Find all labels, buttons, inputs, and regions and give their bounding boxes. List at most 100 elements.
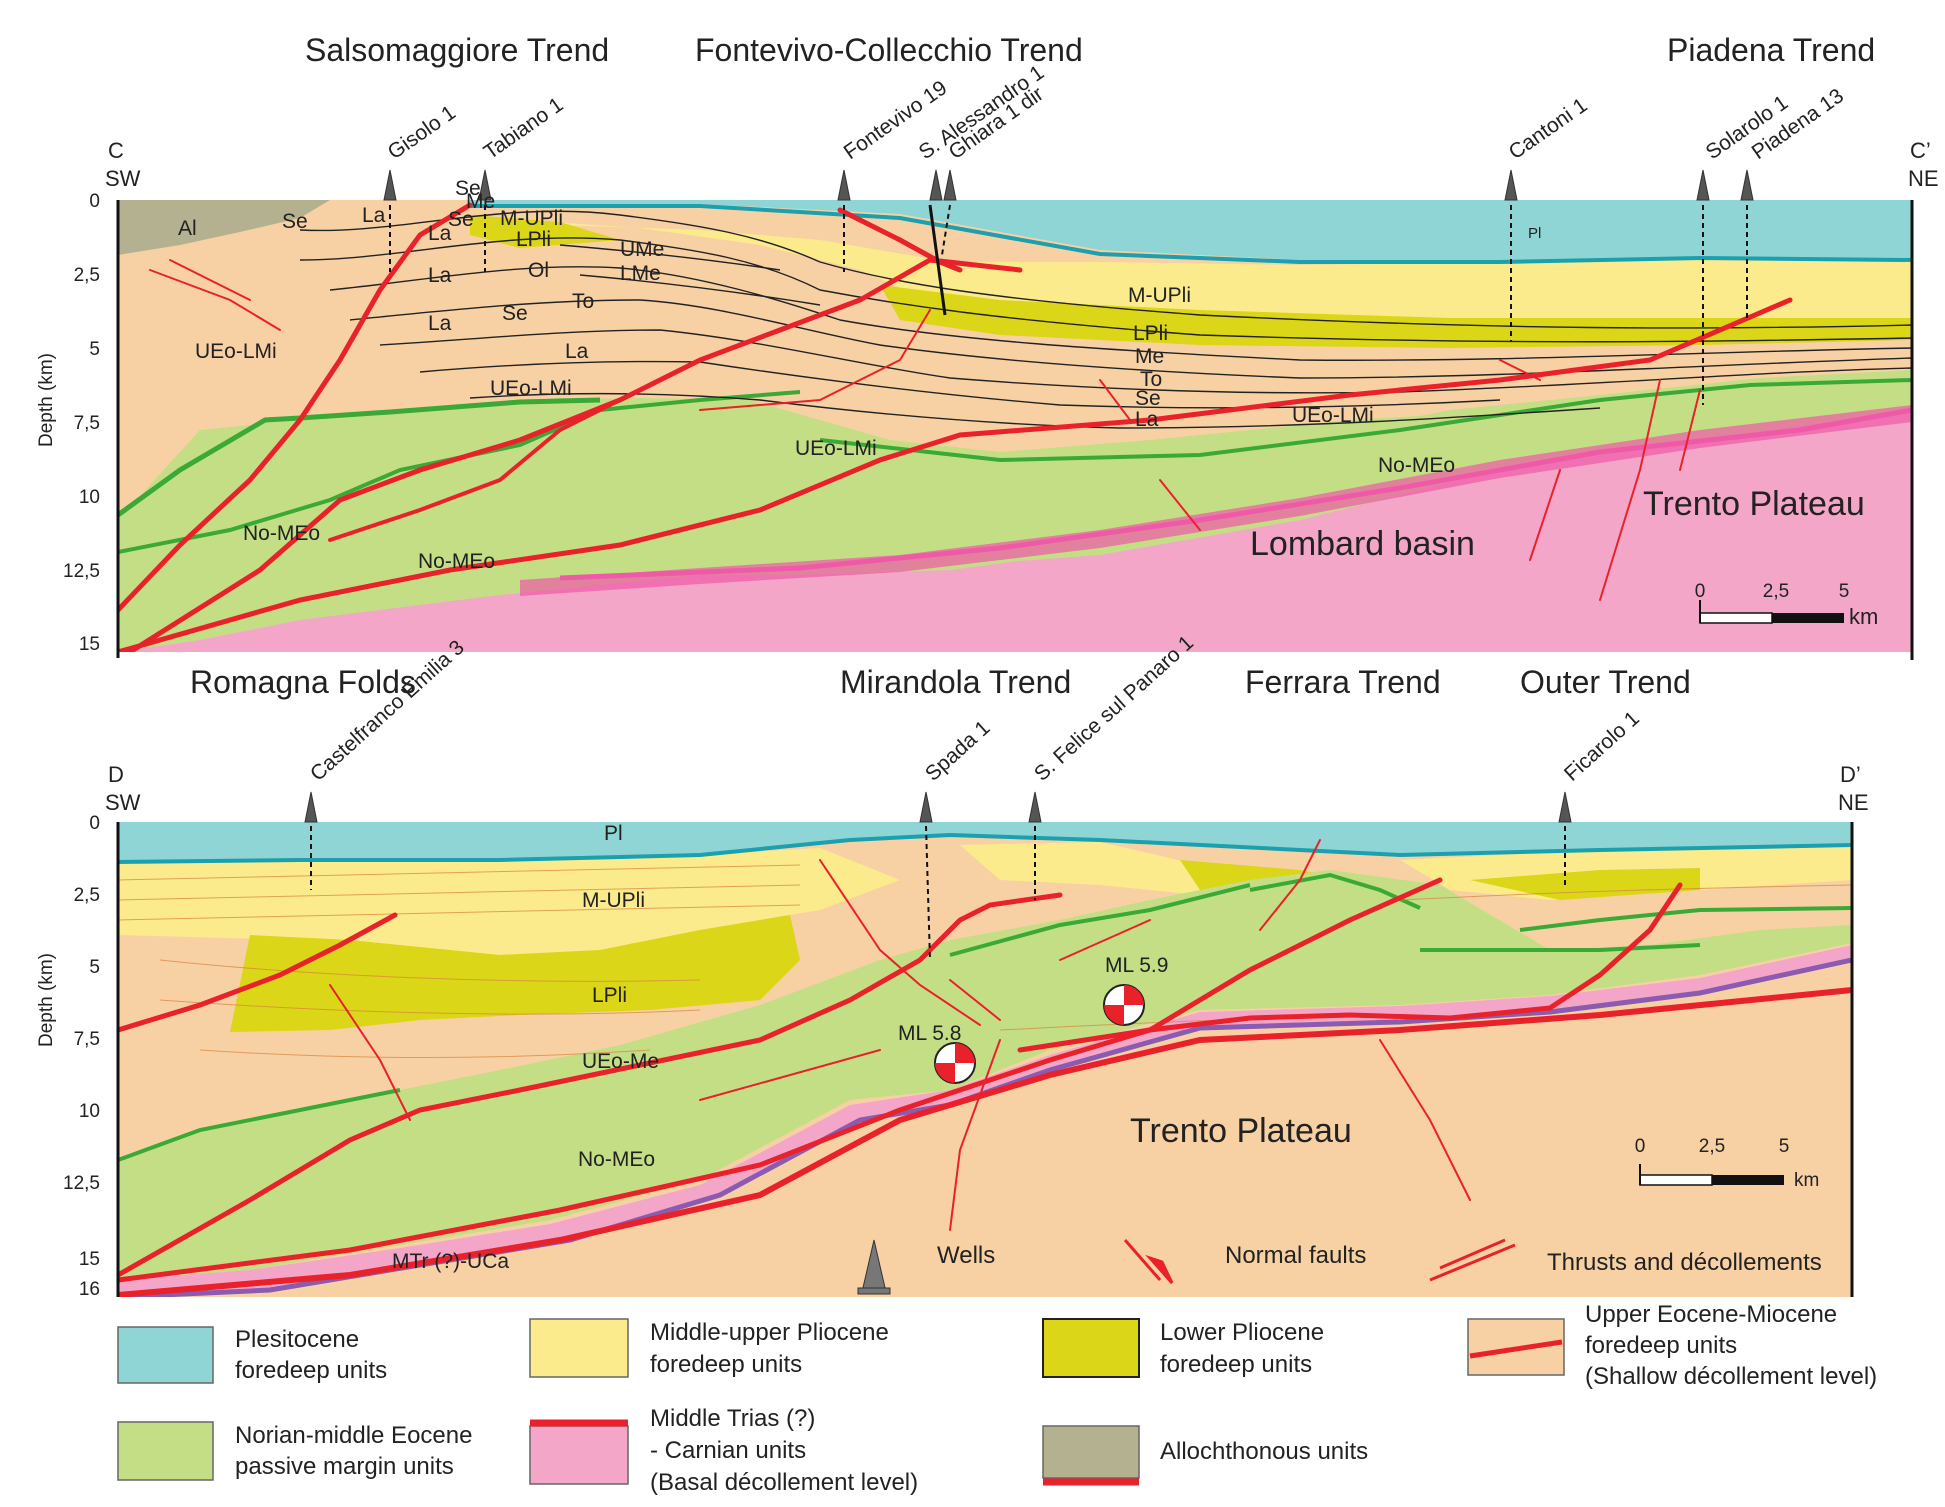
unit-label: UEo-Me	[582, 1050, 659, 1073]
scale-tick: 2,5	[1763, 581, 1789, 602]
legend-line: Norian-middle Eocene	[235, 1422, 472, 1449]
unit-label: UEo-LMi	[1292, 404, 1374, 427]
y-tick: 15	[79, 634, 100, 655]
y-tick: 15	[79, 1249, 100, 1270]
corner-letter: C’	[1910, 138, 1931, 163]
scale-tick: 5	[1839, 581, 1850, 602]
unit-label: No-MEo	[578, 1148, 655, 1171]
y-tick: 7,5	[74, 413, 100, 434]
scale-unit: km	[1849, 604, 1878, 629]
scale-tick: 0	[1695, 581, 1706, 602]
trend-title: Outer Trend	[1520, 664, 1691, 700]
unit-label: M-UPli	[500, 207, 563, 230]
unit-label: MTr (?)-UCa	[392, 1250, 509, 1273]
corner-direction: SW	[105, 166, 141, 191]
region-label: Trento Plateau	[1130, 1112, 1352, 1150]
scale-unit: km	[1794, 1170, 1819, 1191]
well-name: Cantoni 1	[1505, 94, 1592, 164]
trend-title: Salsomaggiore Trend	[305, 32, 609, 68]
trend-title: Mirandola Trend	[840, 664, 1071, 700]
well-name: Spada 1	[921, 716, 995, 785]
y-tick: 10	[79, 487, 100, 508]
legend-line: Plesitocene	[235, 1326, 359, 1353]
well-name: Gisolo 1	[384, 101, 460, 164]
legend-thrust-line	[1469, 1339, 1563, 1359]
unit-label: No-MEo	[243, 522, 320, 545]
trend-title: Romagna Folds	[190, 664, 416, 700]
unit-label: UEo-LMi	[490, 377, 572, 400]
unit-label: Ol	[528, 259, 549, 282]
corner-letter: D	[108, 762, 124, 787]
unit-label: Se	[282, 210, 308, 233]
y-tick: 12,5	[63, 561, 100, 582]
unit-label: UEo-LMi	[795, 437, 877, 460]
y-tick: 2,5	[74, 265, 100, 286]
unit-label: No-MEo	[1378, 454, 1455, 477]
unit-label: M-UPli	[582, 889, 645, 912]
unit-label: M-UPli	[1128, 284, 1191, 307]
unit-label: La	[428, 264, 452, 287]
region-label: Lombard basin	[1250, 525, 1475, 563]
unit-label: UEo-LMi	[195, 340, 277, 363]
trend-title: Ferrara Trend	[1245, 664, 1441, 700]
legend-swatch	[529, 1425, 629, 1485]
unit-label: Se	[1135, 387, 1161, 410]
corner-direction: NE	[1838, 790, 1869, 815]
top-section: Salsomaggiore Trend Fontevivo-Collecchio…	[36, 32, 1939, 660]
unit-label: La	[362, 204, 386, 227]
unit-label: To	[1140, 368, 1162, 391]
well-name: Tabiano 1	[480, 93, 568, 164]
legend-line: foredeep units	[650, 1351, 802, 1378]
unit-label: Pl	[604, 822, 623, 845]
earthquake-ml59	[1103, 984, 1145, 1026]
legend-line: foredeep units	[1585, 1332, 1737, 1359]
region-label: Trento Plateau	[1643, 485, 1865, 523]
unit-label: To	[572, 290, 594, 313]
legend-swatch	[529, 1318, 629, 1378]
scale-tick: 5	[1779, 1136, 1790, 1157]
trend-title: Fontevivo-Collecchio Trend	[695, 32, 1083, 68]
unit-label: UMe	[620, 238, 664, 261]
legend-swatch	[117, 1421, 214, 1481]
y-tick: 12,5	[63, 1173, 100, 1194]
legend-swatch	[1042, 1318, 1140, 1378]
unit-label: La	[428, 312, 452, 335]
unit-label: Se	[448, 208, 474, 231]
scale-tick: 0	[1635, 1136, 1646, 1157]
unit-label: LMe	[620, 262, 661, 285]
unit-label: LPli	[516, 228, 551, 251]
y-tick: 5	[89, 957, 100, 978]
y-axis-label: Depth (km)	[36, 953, 57, 1047]
legend-line: Lower Pliocene	[1160, 1319, 1324, 1346]
unit-label: Me	[466, 190, 495, 213]
symbol-legend-label: Wells	[937, 1242, 995, 1269]
well-name: Ficarolo 1	[1560, 707, 1644, 786]
unit-label: LPli	[1133, 322, 1168, 345]
unit-label: La	[1135, 408, 1159, 431]
earthquake-label: ML 5.9	[1105, 954, 1168, 977]
y-axis-label: Depth (km)	[36, 353, 57, 447]
unit-label: Se	[502, 302, 528, 325]
legend-line: Middle-upper Pliocene	[650, 1319, 889, 1346]
trend-title: Piadena Trend	[1667, 32, 1875, 68]
unit-label: La	[428, 222, 452, 245]
legend-line: (Shallow décollement level)	[1585, 1363, 1877, 1390]
y-tick: 10	[79, 1101, 100, 1122]
earthquake-label: ML 5.8	[898, 1022, 961, 1045]
unit-label: Me	[1135, 345, 1164, 368]
scale-tick: 2,5	[1699, 1136, 1725, 1157]
unit-label: LPli	[592, 984, 627, 1007]
y-tick: 7,5	[74, 1029, 100, 1050]
symbol-legend: Wells Normal faults Thrusts and décollem…	[857, 1238, 1822, 1295]
legend-line: foredeep units	[235, 1357, 387, 1384]
legend-line: Upper Eocene-Miocene	[1585, 1301, 1837, 1328]
legend-line: Middle Trias (?)	[650, 1405, 815, 1432]
symbol-legend-label: Thrusts and décollements	[1547, 1249, 1822, 1276]
legend-line: foredeep units	[1160, 1351, 1312, 1378]
bottom-geology	[118, 822, 1852, 1297]
corner-direction: NE	[1908, 166, 1939, 191]
y-tick: 0	[89, 813, 100, 834]
scale-bar: 0 2,5 5 km	[1635, 1136, 1820, 1191]
legend-line: - Carnian units	[650, 1437, 806, 1464]
